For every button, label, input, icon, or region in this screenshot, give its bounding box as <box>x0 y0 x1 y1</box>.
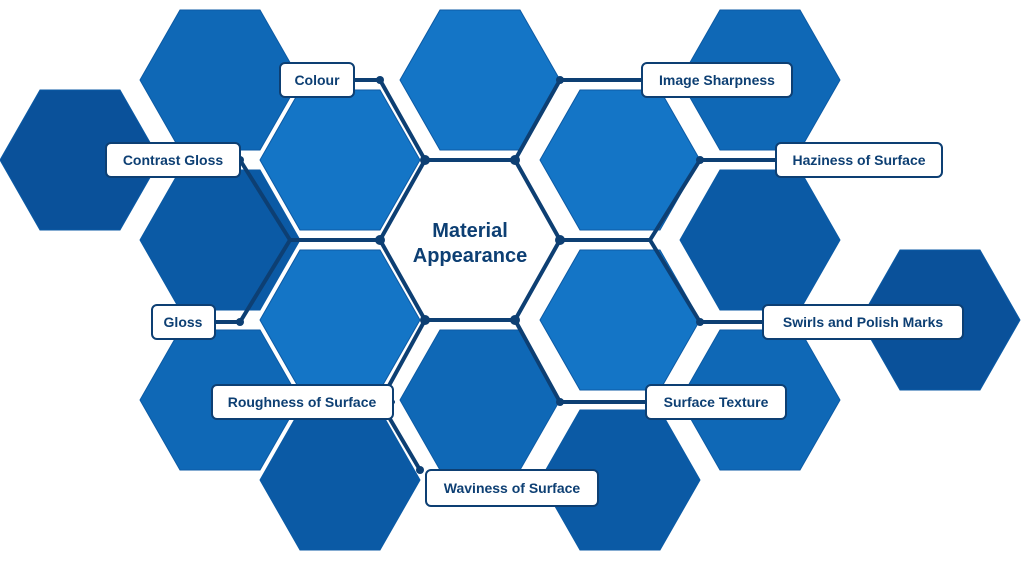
node <box>420 315 430 325</box>
label-text: Haziness of Surface <box>792 152 925 168</box>
label-text: Waviness of Surface <box>444 480 581 496</box>
hexagon <box>139 9 301 151</box>
hexagon <box>539 89 701 231</box>
node <box>556 76 564 84</box>
label-text: Swirls and Polish Marks <box>783 314 943 330</box>
label-haziness-of-surface: Haziness of Surface <box>775 142 943 178</box>
node <box>420 155 430 165</box>
node <box>510 315 520 325</box>
label-text: Colour <box>294 72 340 88</box>
hexagon <box>259 89 421 231</box>
label-contrast-gloss: Contrast Gloss <box>105 142 241 178</box>
label-text: Roughness of Surface <box>228 394 377 410</box>
label-box <box>641 62 793 98</box>
node <box>556 398 564 406</box>
label-box <box>151 304 216 340</box>
center-title-line1: Material <box>432 220 508 242</box>
center-title-line2: Appearance <box>413 245 528 267</box>
label-text: Contrast Gloss <box>123 152 224 168</box>
label-box <box>645 384 787 420</box>
hexagon <box>139 169 301 311</box>
hexagon <box>679 169 841 311</box>
label-box <box>425 469 599 507</box>
node <box>696 156 704 164</box>
label-box <box>762 304 964 340</box>
connector-haziness <box>558 158 778 242</box>
node <box>376 76 384 84</box>
label-box <box>279 62 355 98</box>
hexagon-grid <box>0 9 1021 551</box>
label-swirls-and-polish-marks: Swirls and Polish Marks <box>762 304 964 340</box>
node <box>375 235 385 245</box>
node <box>510 155 520 165</box>
label-box <box>105 142 241 178</box>
label-waviness-of-surface: Waviness of Surface <box>425 469 599 507</box>
label-surface-texture: Surface Texture <box>645 384 787 420</box>
hexagon <box>399 9 561 151</box>
label-text: Gloss <box>164 314 203 330</box>
center-hexagon <box>380 160 560 320</box>
label-text: Image Sharpness <box>659 72 775 88</box>
label-image-sharpness: Image Sharpness <box>641 62 793 98</box>
node <box>696 318 704 326</box>
hexagon <box>539 249 701 391</box>
node <box>416 466 424 474</box>
hexagon <box>0 89 161 231</box>
hexagon <box>399 329 561 471</box>
label-box <box>775 142 943 178</box>
label-text: Surface Texture <box>664 394 769 410</box>
label-box <box>211 384 394 420</box>
node <box>555 235 565 245</box>
label-roughness-of-surface: Roughness of Surface <box>211 384 394 420</box>
label-colour: Colour <box>279 62 355 98</box>
label-gloss: Gloss <box>151 304 216 340</box>
node <box>236 318 244 326</box>
